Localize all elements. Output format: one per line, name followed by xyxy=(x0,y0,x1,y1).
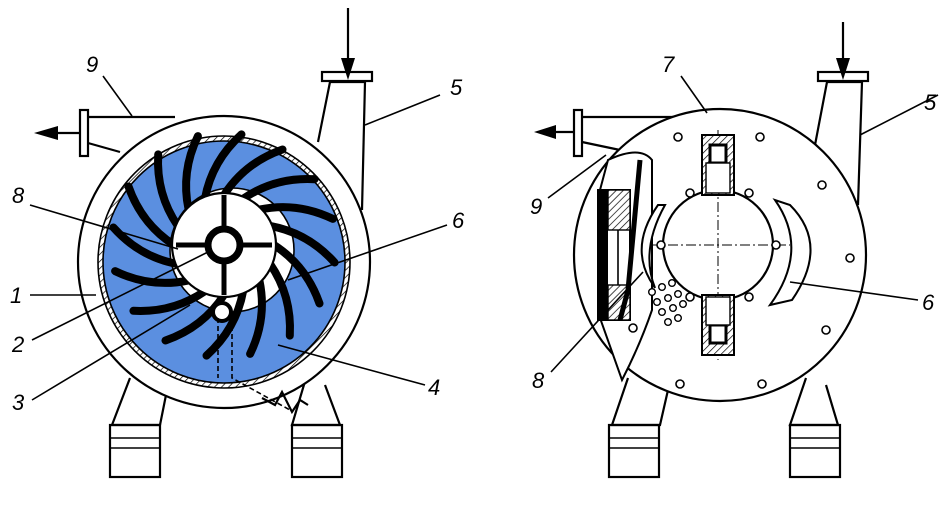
vent-hole xyxy=(658,308,667,317)
bolt xyxy=(845,253,855,263)
bolt xyxy=(685,188,695,198)
left-leaders xyxy=(29,75,448,401)
bolt xyxy=(656,240,666,250)
label-7: 7 xyxy=(662,52,675,77)
impeller-blade xyxy=(255,203,337,223)
vent-holes xyxy=(648,279,688,327)
outlet-arrow-icon xyxy=(34,126,58,140)
bearing-bottom xyxy=(701,294,735,356)
bolt xyxy=(675,379,685,389)
impeller-blade xyxy=(202,287,248,360)
vent-hole xyxy=(669,304,678,313)
impeller-blade xyxy=(161,291,228,345)
cutaway-section xyxy=(597,151,653,383)
right-label-8: 8 xyxy=(532,368,545,393)
inlet-arrow-icon xyxy=(341,58,355,80)
right-outlet-pipe xyxy=(534,108,680,158)
impeller-blade xyxy=(109,223,182,269)
label-9: 9 xyxy=(86,52,98,77)
impeller-blade xyxy=(246,276,266,358)
shaft xyxy=(204,225,244,265)
bolts xyxy=(628,132,855,389)
inlet-pipe xyxy=(316,8,374,211)
impeller-blade xyxy=(154,150,182,230)
discharge-port xyxy=(767,198,812,307)
right-view-left-leg xyxy=(607,377,670,479)
label-4: 4 xyxy=(428,375,440,400)
right-label-9: 9 xyxy=(530,194,542,219)
impeller-blades xyxy=(109,130,339,360)
impeller-blade xyxy=(111,267,193,287)
label-1: 1 xyxy=(10,283,22,308)
bolt xyxy=(673,132,683,142)
label-2: 2 xyxy=(11,332,24,357)
impeller-blade xyxy=(270,241,324,308)
bolt xyxy=(817,180,827,190)
impeller-blade xyxy=(182,132,202,214)
bolt xyxy=(757,379,767,389)
impeller-blade xyxy=(266,260,294,340)
bolt xyxy=(685,292,695,302)
right-leg xyxy=(290,377,344,479)
vent-hole xyxy=(653,298,662,307)
left-view: 9 5 8 6 1 2 3 4 xyxy=(10,8,465,479)
bolt xyxy=(628,323,638,333)
drain-line xyxy=(217,318,309,415)
impeller-blade xyxy=(220,145,287,199)
vent-hole xyxy=(674,314,683,323)
left-leg xyxy=(108,377,170,479)
drain-port xyxy=(211,301,233,323)
bolt xyxy=(755,132,765,142)
label-5: 5 xyxy=(450,75,463,100)
label-8: 8 xyxy=(12,183,25,208)
vent-hole xyxy=(664,294,673,303)
bolt xyxy=(821,325,831,335)
impeller-blade xyxy=(200,130,246,203)
vent-hole xyxy=(668,279,677,288)
right-label-5: 5 xyxy=(924,90,937,115)
impeller-blade xyxy=(239,175,319,203)
impeller-blade xyxy=(266,221,339,267)
outlet-pipe xyxy=(34,108,175,158)
bolt xyxy=(771,240,781,250)
label-3: 3 xyxy=(12,390,25,415)
vent-hole xyxy=(658,283,667,292)
vent-hole xyxy=(679,300,688,309)
bolt xyxy=(744,188,754,198)
impeller-blade xyxy=(129,287,209,315)
right-label-6: 6 xyxy=(922,290,935,315)
vent-hole xyxy=(664,318,673,327)
right-view-right-leg xyxy=(788,377,842,479)
label-6: 6 xyxy=(452,208,465,233)
right-view: 7 5 9 6 8 xyxy=(530,22,939,479)
vent-hole xyxy=(674,290,683,299)
bearing-top xyxy=(701,134,735,196)
right-inlet-arrow-icon xyxy=(836,58,850,80)
right-inlet-pipe xyxy=(813,22,870,206)
right-leaders xyxy=(547,75,939,373)
vent-hole xyxy=(648,288,657,297)
right-outlet-arrow-icon xyxy=(534,125,556,139)
suction-port xyxy=(640,204,667,289)
impeller-blade xyxy=(124,182,178,249)
bolt xyxy=(744,292,754,302)
